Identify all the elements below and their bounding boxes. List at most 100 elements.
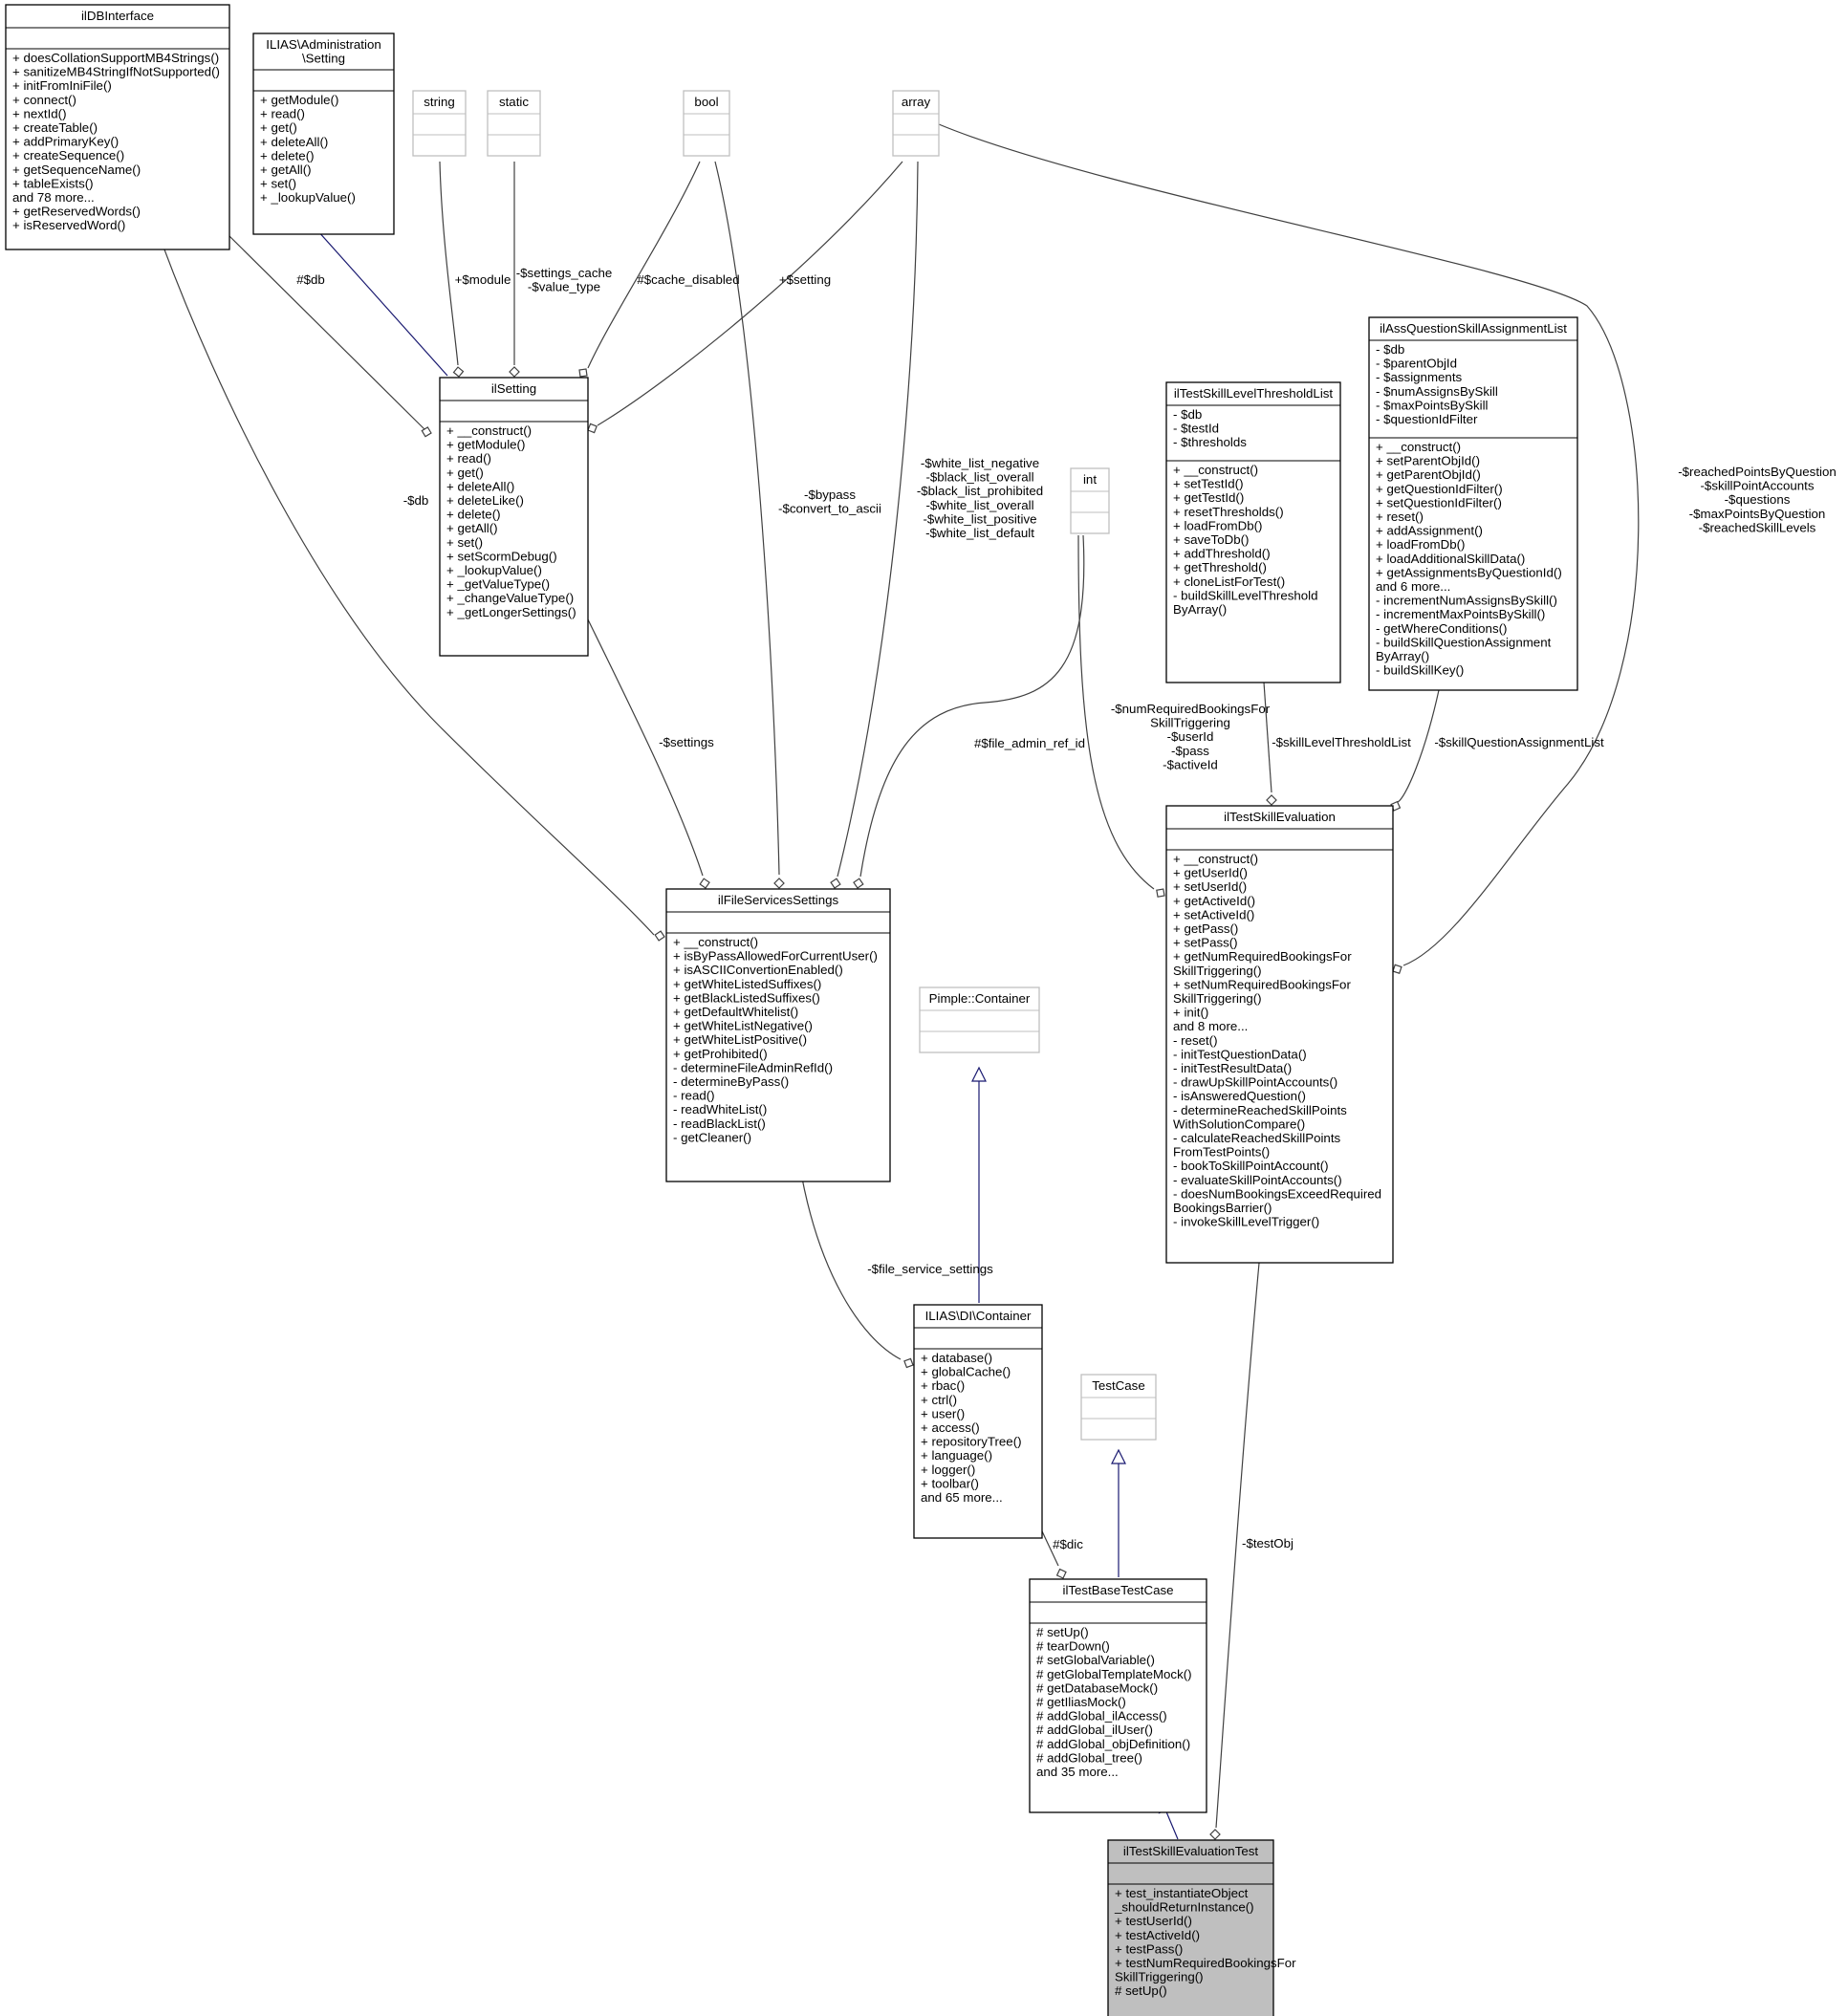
class-method: + createTable() [12, 120, 98, 135]
association-edge [597, 161, 903, 426]
class-attribute: - $parentObjId [1376, 357, 1457, 371]
class-method: + access() [921, 1420, 980, 1435]
edge-label-text: -$file_service_settings [867, 1262, 993, 1276]
class-method: _shouldReturnInstance() [1114, 1900, 1254, 1915]
class-attribute: - $testId [1173, 422, 1219, 436]
inheritance-edge [300, 211, 448, 377]
class-box [1368, 316, 1578, 691]
class-method: + getProhibited() [673, 1047, 768, 1061]
class-name: ilAssQuestionSkillAssignmentList [1380, 321, 1567, 336]
edge-assignmentlist-to-skillevaluation [1390, 689, 1440, 812]
class-name: ILIAS\DI\Container [925, 1309, 1032, 1323]
class-box [1029, 1578, 1207, 1813]
class-method: + set() [446, 535, 483, 550]
class-method: + initFromIniFile() [12, 78, 112, 93]
edge-label-text: -$settings [659, 735, 714, 749]
class-method: + deleteLike() [446, 493, 524, 508]
class-box [439, 377, 589, 657]
class-method: + isASCIIConvertionEnabled() [673, 963, 843, 977]
edge-label-text: -$skillQuestionAssignmentList [1434, 735, 1604, 749]
aggregation-diamond-marker [773, 878, 785, 889]
class-method: + set() [260, 177, 296, 191]
class-node-static[interactable]: static [487, 90, 541, 157]
class-method: + init() [1173, 1006, 1208, 1020]
edge-static-to-ilsetting [509, 162, 520, 378]
class-method: + _getLongerSettings() [446, 605, 576, 619]
class-node-iltestbasetestcase[interactable]: ilTestBaseTestCase# setUp()# tearDown()#… [1029, 1578, 1207, 1813]
edge-label-text: -$userId [1167, 729, 1214, 744]
class-method: + createSequence() [12, 148, 124, 163]
edge-label-text: -$reachedPointsByQuestion [1678, 465, 1837, 479]
class-method: - invokeSkillLevelTrigger() [1173, 1215, 1319, 1229]
aggregation-diamond-marker [830, 878, 841, 889]
class-method: + addThreshold() [1173, 547, 1271, 561]
class-method: + isReservedWord() [12, 218, 125, 232]
class-attribute: - $numAssignsBySkill [1376, 384, 1498, 399]
class-method: + __construct() [1376, 440, 1461, 454]
class-node-testcase[interactable]: TestCase [1080, 1374, 1157, 1441]
class-node-setting[interactable]: ILIAS\Administration\Setting+ getModule(… [252, 33, 395, 235]
edge-label-text: -$white_list_default [925, 526, 1034, 540]
edge-array-to-filesettings [830, 161, 919, 889]
class-method: + getModule() [446, 438, 525, 452]
class-method: + testNumRequiredBookingsFor [1115, 1956, 1296, 1970]
class-name: array [902, 95, 931, 109]
class-method: - initTestQuestionData() [1173, 1047, 1307, 1061]
class-method: + toolbar() [921, 1476, 979, 1490]
class-method: + __construct() [446, 423, 532, 438]
edge-label-text: -$db [403, 493, 429, 508]
edge-label-array-to-files: -$white_list_negative-$black_list_overal… [917, 456, 1043, 540]
class-method: + cloneListForTest() [1173, 574, 1285, 589]
class-method: + setQuestionIdFilter() [1376, 495, 1502, 509]
class-box [412, 90, 467, 157]
class-node-ildbinterface[interactable]: ilDBInterface+ doesCollationSupportMB4St… [5, 4, 230, 250]
class-method: + setParentObjId() [1376, 454, 1480, 468]
class-method: + getPass() [1173, 921, 1238, 936]
aggregation-diamond-marker [654, 930, 665, 942]
class-name: ilDBInterface [81, 9, 154, 23]
class-attribute: - $questionIdFilter [1376, 412, 1478, 426]
class-method: and 65 more... [921, 1490, 1003, 1505]
edge-label-text: -$white_list_negative [921, 456, 1039, 470]
class-box [919, 986, 1040, 1053]
class-method: and 8 more... [1173, 1019, 1248, 1033]
class-node-array[interactable]: array [892, 90, 940, 157]
class-node-pimplecontainer[interactable]: Pimple::Container [919, 986, 1040, 1053]
class-node-ilassquestionskillassignmentlist[interactable]: ilAssQuestionSkillAssignmentList- $db- $… [1368, 316, 1578, 691]
class-node-iltestskilllevelthresholdlist[interactable]: ilTestSkillLevelThresholdList- $db- $tes… [1165, 381, 1341, 683]
class-method: + __construct() [1173, 852, 1258, 866]
class-method: + getActiveId() [1173, 894, 1255, 908]
class-method: + delete() [446, 508, 501, 522]
class-method: + loadAdditionalSkillData() [1376, 552, 1525, 566]
edge-bool-to-ilsetting [578, 161, 701, 378]
class-node-bool[interactable]: bool [683, 90, 730, 157]
edge-label-setting-to-files: -$settings [659, 735, 714, 749]
class-method: # setUp() [1115, 1983, 1167, 1998]
edge-label-eval-to-test: -$testObj [1242, 1536, 1294, 1550]
class-method: + __construct() [1173, 463, 1258, 477]
class-node-iltestskillevaluation[interactable]: ilTestSkillEvaluation+ __construct()+ ge… [1165, 805, 1394, 1264]
class-method: SkillTriggering() [1115, 1970, 1204, 1984]
class-method: + tableExists() [12, 176, 94, 190]
class-method: + setTestId() [1173, 477, 1244, 491]
class-method: + globalCache() [921, 1365, 1011, 1379]
class-node-ilsetting[interactable]: ilSetting+ __construct()+ getModule()+ r… [439, 377, 589, 657]
class-name: bool [694, 95, 718, 109]
association-edge [227, 233, 428, 433]
edge-label-string-to-setting: +$module [455, 272, 511, 287]
class-method: WithSolutionCompare() [1173, 1116, 1305, 1131]
class-name: \Setting [302, 52, 345, 66]
edge-label-files-to-dic: -$file_service_settings [867, 1262, 993, 1276]
class-method: SkillTriggering() [1173, 991, 1262, 1006]
edge-labels-layer: #$db+$module-$settings_cache-$value_type… [296, 266, 1837, 1551]
edge-label-text: #$dic [1053, 1537, 1083, 1551]
class-node-iltestskillevaluationtest[interactable]: ilTestSkillEvaluationTest+ test_instanti… [1107, 1839, 1296, 2016]
class-node-dicontainer[interactable]: ILIAS\DI\Container+ database()+ globalCa… [913, 1304, 1043, 1539]
class-name: ilFileServicesSettings [718, 893, 839, 907]
class-name: ilSetting [491, 381, 536, 396]
class-node-int[interactable]: int [1070, 467, 1110, 534]
class-node-ilfileservicessettings[interactable]: ilFileServicesSettings+ __construct()+ i… [665, 888, 891, 1182]
class-node-string[interactable]: string [412, 90, 467, 157]
class-box [1070, 467, 1110, 534]
edge-label-dic-to-base: #$dic [1053, 1537, 1083, 1551]
